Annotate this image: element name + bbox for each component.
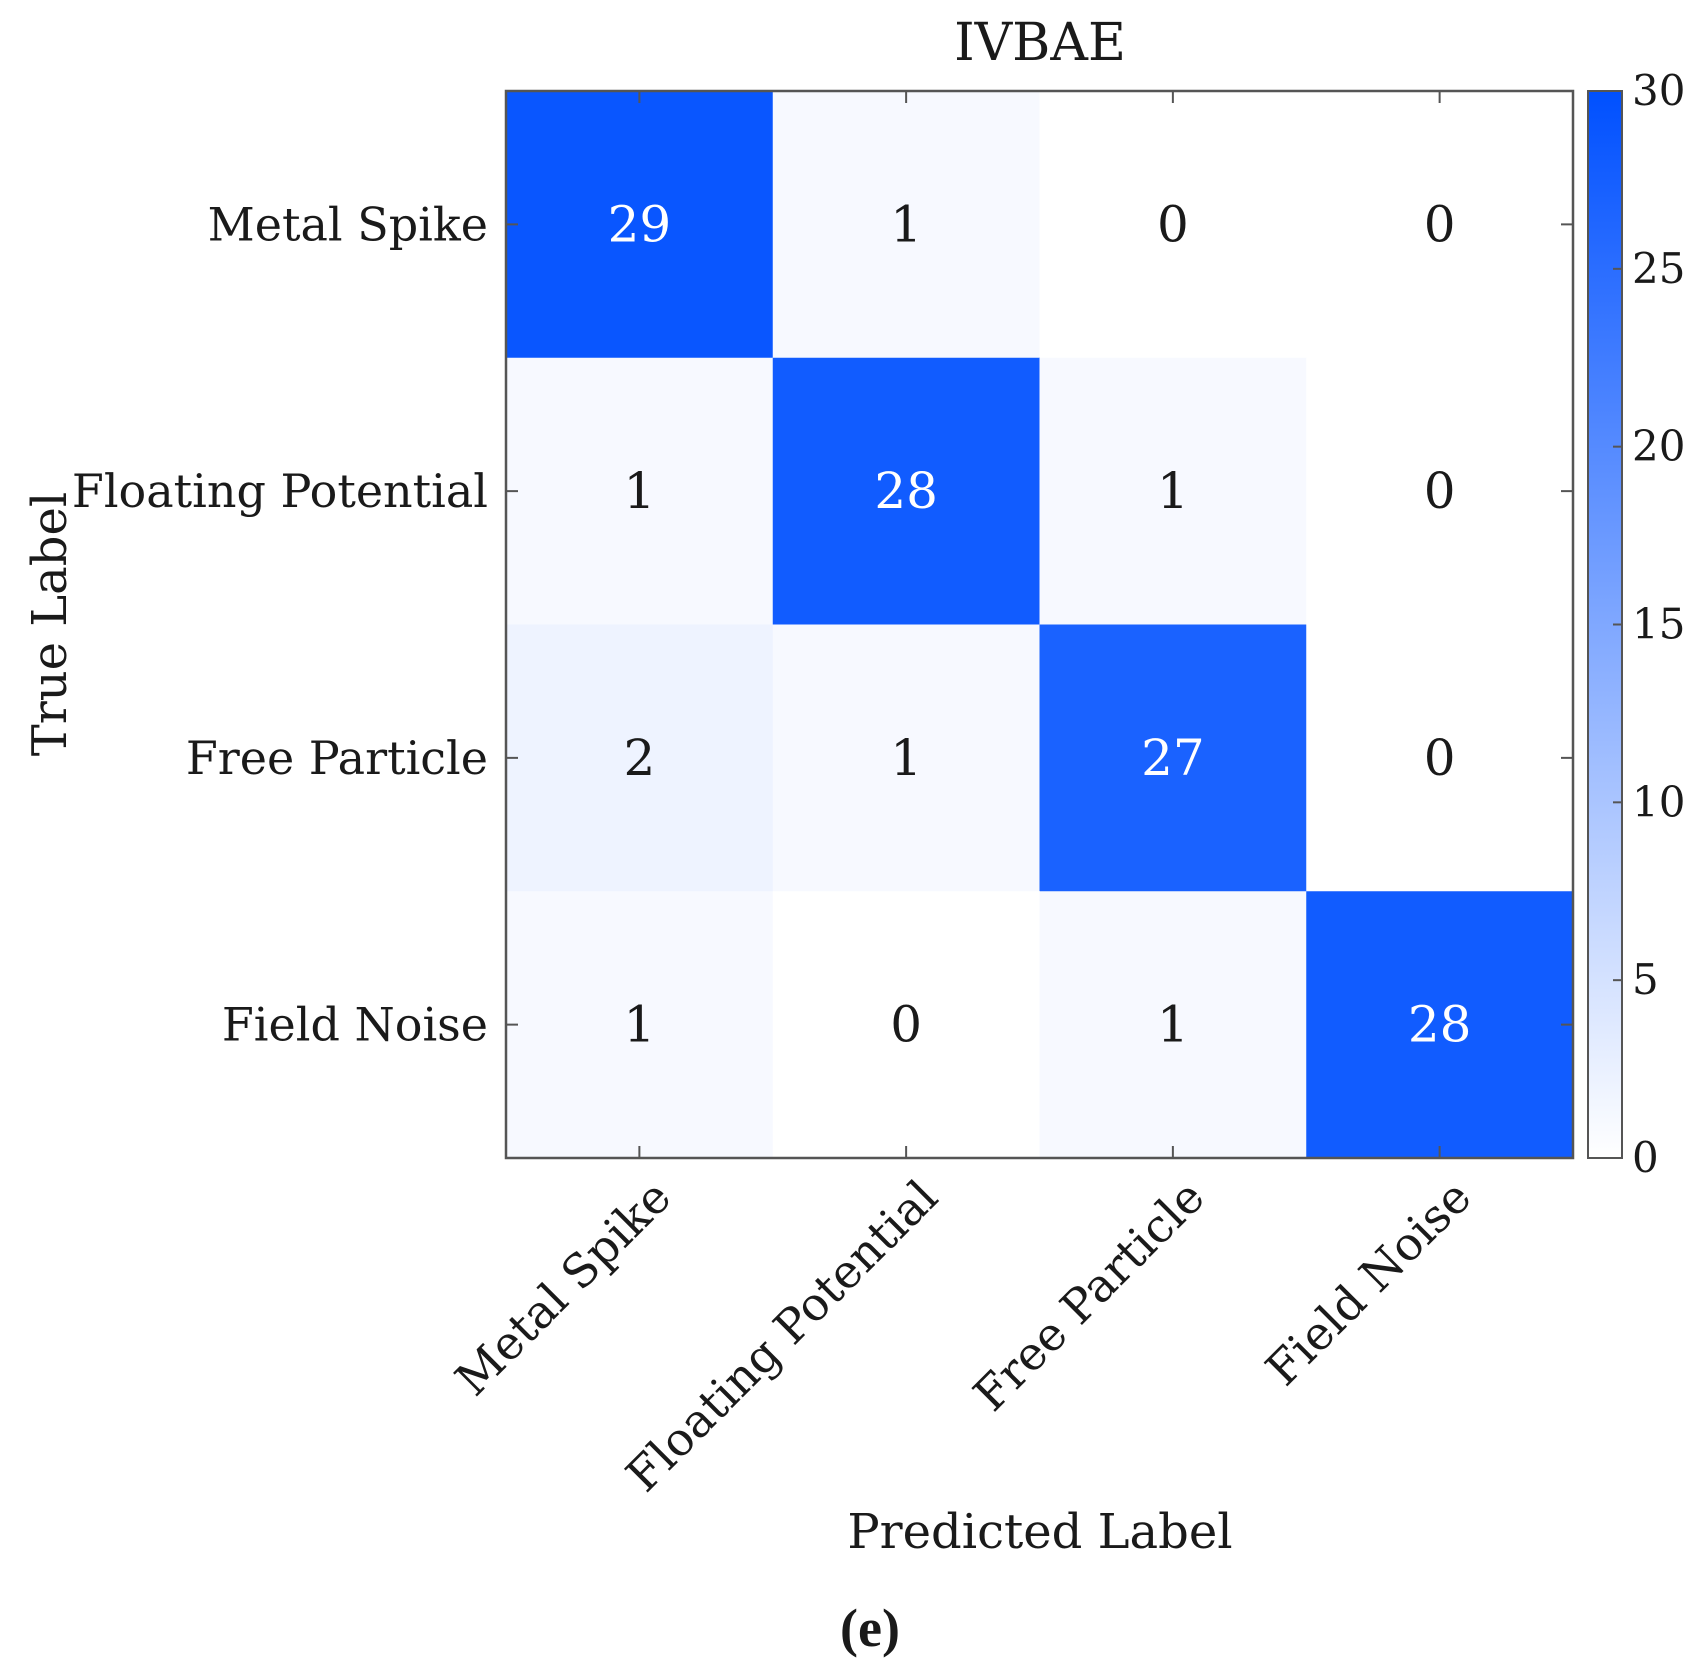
cell-value-label: 1 [1157, 462, 1189, 520]
axis-ticks [506, 91, 1573, 1158]
y-tick-label: Metal Spike [208, 197, 488, 251]
y-tick-label: Free Particle [186, 731, 488, 785]
heatmap-cell [506, 891, 774, 1159]
heatmap-cell [1306, 891, 1574, 1159]
x-tick-label: Free Particle [963, 1170, 1215, 1422]
colorbar-tick-label: 0 [1632, 1133, 1659, 1182]
colorbar-tick-label: 5 [1632, 955, 1659, 1004]
colorbar-ticks: 0 5 10 15 20 25 30 [1613, 66, 1685, 1182]
heatmap-cell [506, 91, 774, 359]
y-tick-label: Floating Potential [72, 464, 488, 518]
cell-value-label: 1 [623, 462, 655, 520]
colorbar-tick-label: 15 [1632, 600, 1685, 649]
y-axis-label: True Label [22, 492, 78, 757]
heatmap-cell [1039, 624, 1307, 892]
cell-value-label: 0 [1424, 195, 1456, 253]
heatmap-cell [772, 357, 1040, 625]
cell-value-label: 1 [1157, 996, 1189, 1054]
x-axis-label: Predicted Label [847, 1504, 1232, 1560]
colorbar-tick-label: 25 [1632, 244, 1685, 293]
cell-value-label: 0 [890, 996, 922, 1054]
cell-value-label: 28 [1408, 996, 1472, 1054]
cell-value-label: 0 [1424, 462, 1456, 520]
heatmap-cell [1039, 891, 1307, 1159]
heatmap-cell [1306, 624, 1574, 892]
cell-value-label: 27 [1141, 729, 1205, 787]
heatmap-cell [1039, 357, 1307, 625]
heatmap-cell [506, 624, 774, 892]
x-tick-label: Field Noise [1255, 1170, 1481, 1396]
cell-value-label: 29 [608, 195, 672, 253]
heatmap-cell [1039, 91, 1307, 359]
heatmap-cell [506, 357, 774, 625]
y-tick-label: Field Noise [222, 998, 488, 1052]
cell-value-label: 0 [1424, 729, 1456, 787]
colorbar-tick-label: 30 [1632, 66, 1685, 115]
colorbar-tick-label: 10 [1632, 777, 1685, 826]
panel-label: (e) [840, 1598, 900, 1658]
cell-value-label: 1 [623, 996, 655, 1054]
cell-value-label: 1 [890, 195, 922, 253]
heatmap-cell [1306, 357, 1574, 625]
cell-value-label: 28 [874, 462, 938, 520]
cell-value-label: 0 [1157, 195, 1189, 253]
heatmap-cell [772, 624, 1040, 892]
heatmap-cell [1306, 91, 1574, 359]
x-tick-label: Metal Spike [445, 1170, 681, 1406]
cell-value-label: 1 [890, 729, 922, 787]
plot-frame [504, 89, 1575, 1160]
chart-title: IVBAE [954, 13, 1126, 73]
heatmap-cell [772, 91, 1040, 359]
colorbar-tick-label: 20 [1632, 422, 1685, 471]
heatmap-cell [772, 891, 1040, 1159]
heatmap-cells: 29 1 0 0 1 28 1 0 2 1 27 0 1 0 1 28 [506, 91, 1574, 1159]
cell-value-label: 2 [623, 729, 655, 787]
